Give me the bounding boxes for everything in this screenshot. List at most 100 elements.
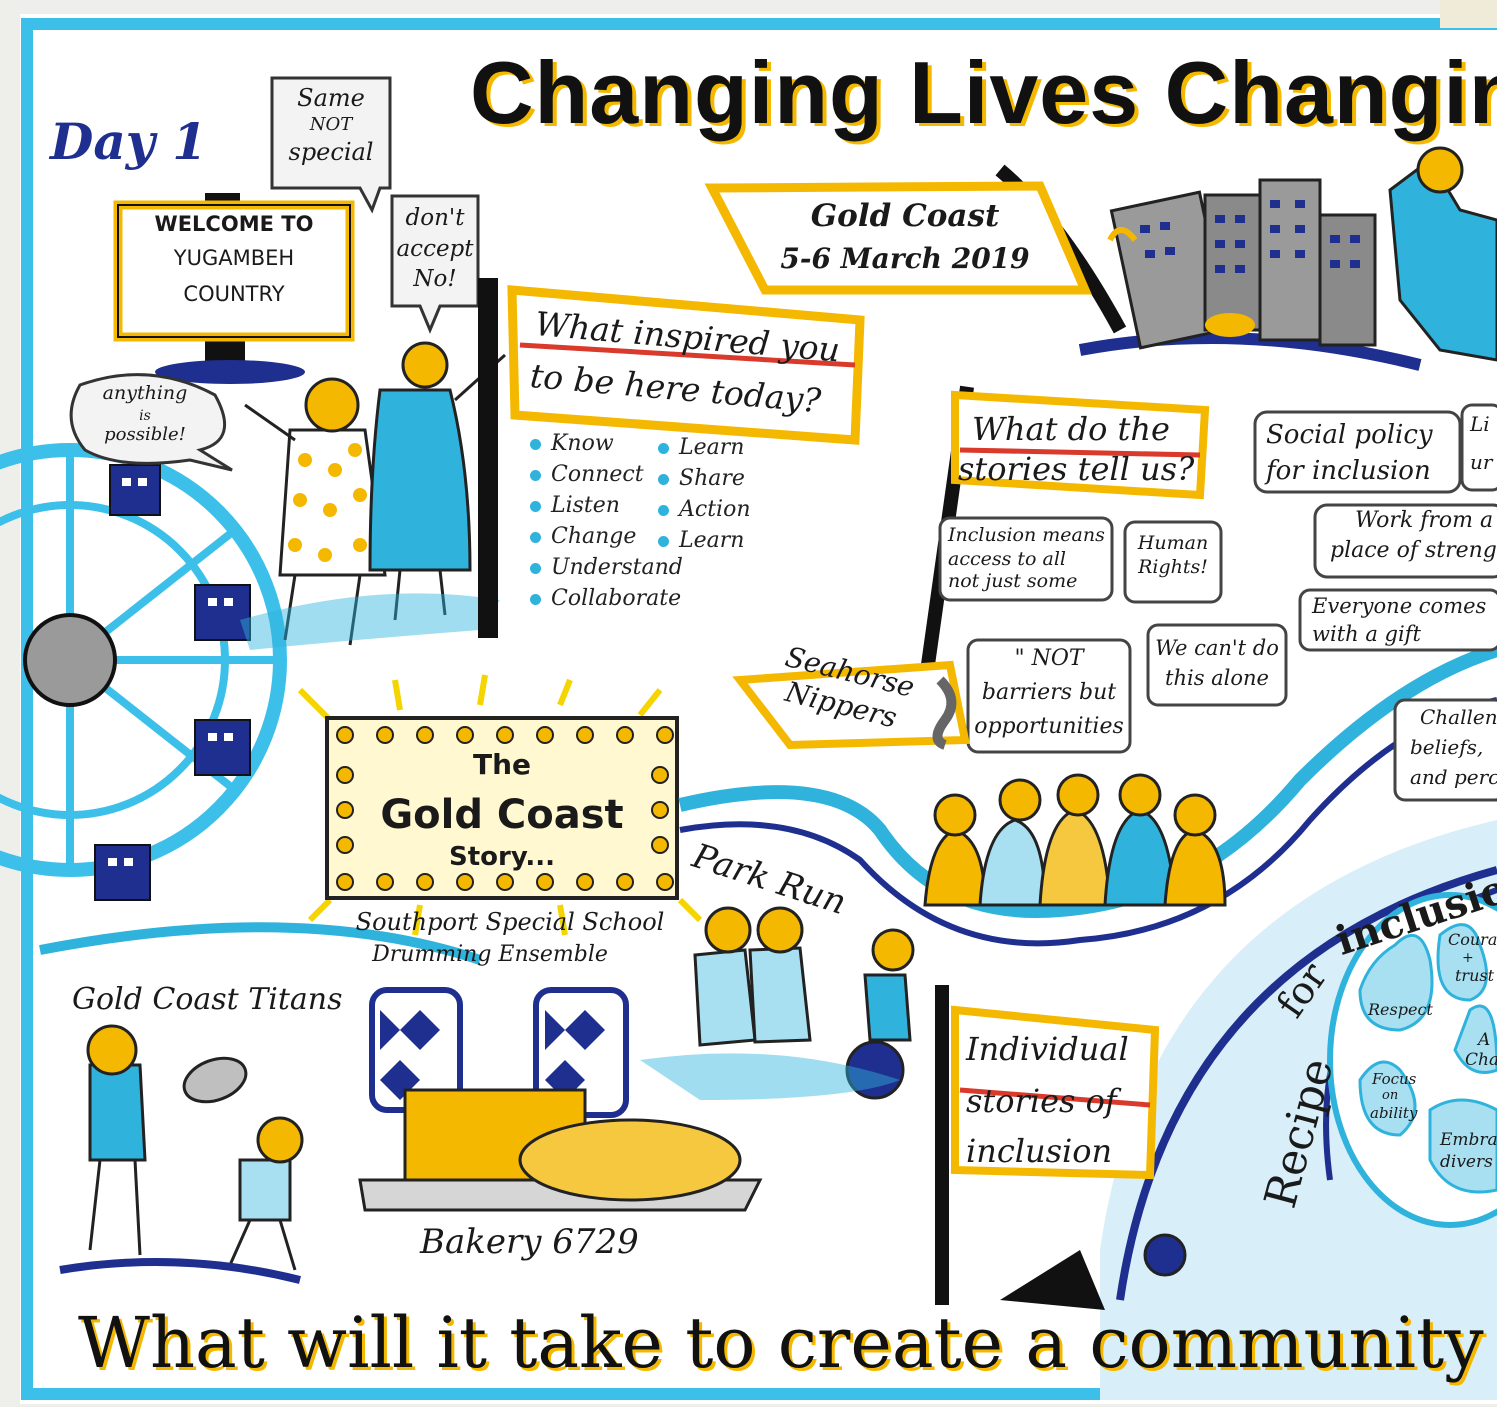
event-banner — [704, 181, 1092, 295]
drop-courage-line-3: trust — [1455, 966, 1495, 985]
inspired-item-label: Collaborate — [551, 586, 682, 611]
marquee-bulb — [496, 873, 514, 891]
inspired-item-label: Listen — [551, 493, 620, 518]
bullet-dot — [530, 593, 541, 605]
marquee-bulb — [416, 726, 434, 744]
tape-strip — [1440, 0, 1497, 28]
bullet-dot — [530, 438, 541, 450]
story-bubbles — [938, 516, 1288, 754]
bubble-inclusion-line-1: Inclusion means — [948, 524, 1105, 546]
bubble-anything-line-3: possible! — [104, 424, 186, 445]
marquee-bulb — [336, 801, 354, 819]
drop-courage-line-2: + — [1462, 950, 1474, 966]
marquee-bulb — [336, 873, 354, 891]
bubble-rights-line-1: Human — [1137, 532, 1209, 554]
marquee-bulb — [496, 726, 514, 744]
bullet-dot — [658, 442, 669, 454]
two-people-illustration — [240, 341, 507, 650]
event-dates: 5-6 March 2019 — [780, 242, 1030, 275]
bubble-rights-line-2: Rights! — [1138, 556, 1208, 578]
bubble-accept-line-2: accept — [396, 236, 474, 262]
bullet-dot — [530, 531, 541, 543]
inspired-list-right: Learn Share Action Learn — [658, 432, 751, 556]
note-social-line-2: for inclusion — [1266, 456, 1431, 486]
seahorse-flag — [732, 660, 970, 750]
inspired-item-label: Share — [679, 466, 745, 491]
welcome-sign — [113, 193, 355, 384]
drumming-line-2: Drumming Ensemble — [372, 942, 608, 967]
bubble-accept-line-1: don't — [405, 205, 465, 231]
marquee-bulb — [456, 873, 474, 891]
individual-flag-line-1: Individual — [966, 1030, 1129, 1068]
drop-focus-line-3: ability — [1370, 1104, 1418, 1122]
note-challenge-line-3: and perce — [1410, 765, 1497, 789]
note-li-line-1: Li — [1470, 412, 1490, 436]
speech-bubbles-left — [69, 76, 480, 472]
inspired-item-label: Action — [679, 497, 751, 522]
inspired-item: Action — [658, 494, 751, 525]
bubble-same-line-3: special — [288, 138, 374, 166]
marquee-line-1: The — [472, 748, 532, 781]
marquee-bulb — [576, 873, 594, 891]
marquee-bulb — [416, 873, 434, 891]
bakery-label: Bakery 6729 — [420, 1222, 639, 1262]
individual-flag-line-3: inclusion — [966, 1132, 1113, 1170]
drumming-line-1: Southport Special School — [355, 908, 665, 936]
inspired-item-label: Change — [551, 524, 637, 549]
bubble-inclusion-line-3: not just some — [948, 570, 1078, 592]
inspired-item: Listen — [530, 490, 683, 521]
marquee-line-3: Story... — [448, 842, 556, 872]
note-gift-line-1: Everyone comes — [1312, 594, 1487, 618]
inspired-item-label: Connect — [551, 462, 644, 487]
individual-stories-flag — [935, 985, 1187, 1310]
park-run-illustration — [640, 906, 915, 1100]
inspired-item: Connect — [530, 459, 683, 490]
bullet-dot — [530, 562, 541, 574]
bullet-dot — [658, 504, 669, 516]
marquee-bulb — [336, 726, 354, 744]
right-notes — [1253, 403, 1497, 802]
bubble-barriers-line-2: barriers but — [981, 680, 1117, 705]
stories-flag-line-2: stories tell us? — [958, 450, 1195, 488]
marquee-bulb — [376, 726, 394, 744]
inspired-item-label: Know — [551, 431, 614, 456]
marquee-bulb — [616, 726, 634, 744]
drop-respect: Respect — [1368, 1000, 1433, 1019]
note-challenge-line-1: Challeng — [1420, 705, 1497, 729]
welcome-line-3: COUNTRY — [183, 282, 285, 306]
bubble-same-line-1: Same — [297, 84, 365, 112]
gold-coast-story-marquee — [297, 674, 703, 936]
inspired-item: Learn — [658, 525, 751, 556]
drop-embrace-line-1: Embra — [1440, 1130, 1497, 1150]
drop-focus-line-1: Focus — [1372, 1070, 1417, 1088]
ferris-wheel-illustration — [0, 443, 287, 901]
bullet-dot — [530, 469, 541, 481]
marquee-line-2: Gold Coast — [380, 792, 624, 838]
marquee-bulb — [656, 726, 674, 744]
inspired-item: Change — [530, 521, 683, 552]
inspired-item: Collaborate — [530, 583, 683, 614]
inspired-item-label: Learn — [679, 435, 745, 460]
marquee-bulb — [651, 801, 669, 819]
titans-players-illustration — [59, 1024, 304, 1284]
marquee-bulb — [576, 726, 594, 744]
cheering-person-illustration — [1388, 146, 1497, 362]
marquee-bulb — [651, 766, 669, 784]
note-strength-line-2: place of streng — [1330, 538, 1497, 563]
river-path — [39, 643, 1497, 965]
welcome-line-2: YUGAMBEH — [173, 246, 295, 270]
event-place: Gold Coast — [810, 198, 1000, 234]
drop-courage-line-1: Coura — [1448, 930, 1497, 949]
marquee-bulb — [616, 873, 634, 891]
day-label: Day 1 — [50, 112, 208, 171]
bubble-same-line-2: NOT — [309, 114, 353, 135]
group-of-people-illustration — [923, 773, 1227, 907]
note-social-line-1: Social policy — [1266, 420, 1433, 450]
bottom-question: What will it take to create a community … — [78, 1302, 1497, 1384]
inspired-item: Understand — [530, 552, 683, 583]
inspired-item-label: Understand — [551, 555, 683, 580]
marquee-bulb — [656, 873, 674, 891]
note-strength-line-1: Work from a — [1355, 508, 1494, 533]
